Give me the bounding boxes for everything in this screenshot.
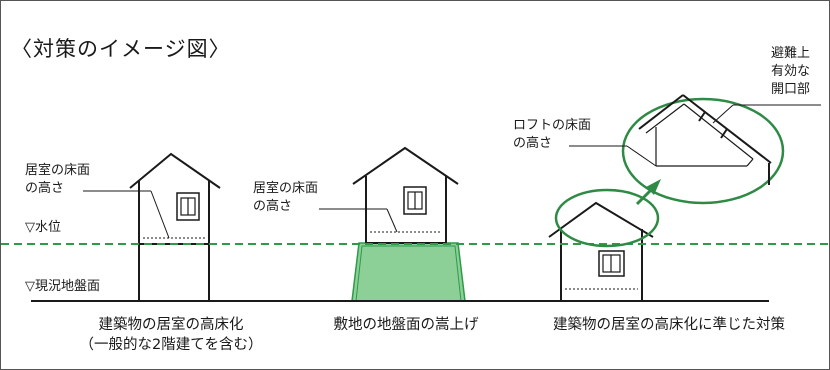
house-1 [129, 152, 221, 301]
caption-house-1-line1: 建築物の居室の高床化 [98, 317, 244, 333]
loft-detail-drawing [638, 94, 772, 185]
floor-height-label-2b: の高さ [253, 199, 293, 214]
floor-height-label-2a: 居室の床面 [253, 181, 319, 196]
zoom-arrow-head [646, 179, 661, 195]
house-3-roof [548, 201, 654, 238]
raised-ground-inner-outline [355, 245, 462, 302]
evac-opening-label-a: 避難上 [771, 46, 811, 61]
loft-label-b: の高さ [513, 136, 553, 151]
ground-level-label: ▽現況地盤面 [25, 279, 100, 294]
evac-opening-label-b: 有効な [771, 64, 811, 79]
floor-height-label-1a: 居室の床面 [25, 163, 91, 178]
floor-height-label-1b: の高さ [25, 181, 65, 196]
caption-house-2: 敷地の地盤面の嵩上げ [333, 317, 479, 333]
diagram-title: 〈対策のイメージ図〉 [11, 37, 231, 61]
water-level-label: ▽水位 [25, 220, 61, 235]
house-2-window [403, 186, 427, 215]
house-3 [548, 201, 654, 301]
raised-ground-fill [352, 243, 465, 301]
house-2 [352, 146, 459, 244]
loft-detail-circle [621, 97, 785, 205]
house-1-roof [129, 152, 221, 189]
house-2-roof [352, 146, 459, 185]
house-3-window [598, 250, 625, 277]
roof-highlight-circle [554, 188, 660, 248]
loft-label-a: ロフトの床面 [513, 118, 592, 133]
evac-opening-label-c: 開口部 [771, 82, 811, 97]
caption-house-3: 建築物の居室の高床化に準じた対策 [553, 317, 785, 333]
house-1-window [176, 192, 200, 221]
caption-house-1-line2: （一般的な2階建てを含む） [79, 337, 263, 353]
